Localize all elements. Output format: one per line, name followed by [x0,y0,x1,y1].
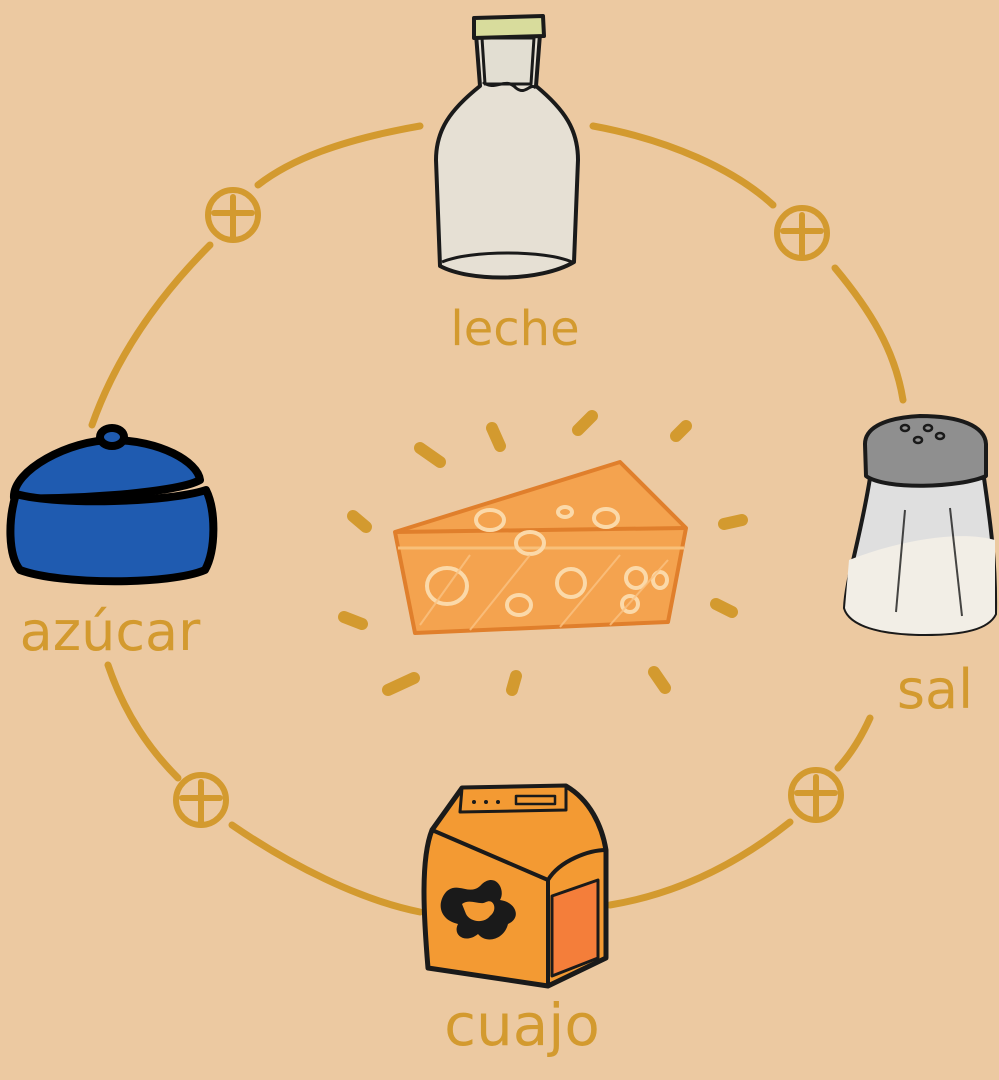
ingredient-label-leche: leche [450,301,579,357]
rennet-carton-icon [424,786,606,986]
ingredient-label-azucar: azúcar [20,600,201,663]
ingredient-label-cuajo: cuajo [444,991,600,1059]
plus-icon [208,190,258,240]
plus-icon [777,208,827,258]
plus-icon [791,770,841,820]
ingredient-label-sal: sal [897,658,973,721]
salt-shaker-icon [845,416,995,634]
plus-icon [176,775,226,825]
